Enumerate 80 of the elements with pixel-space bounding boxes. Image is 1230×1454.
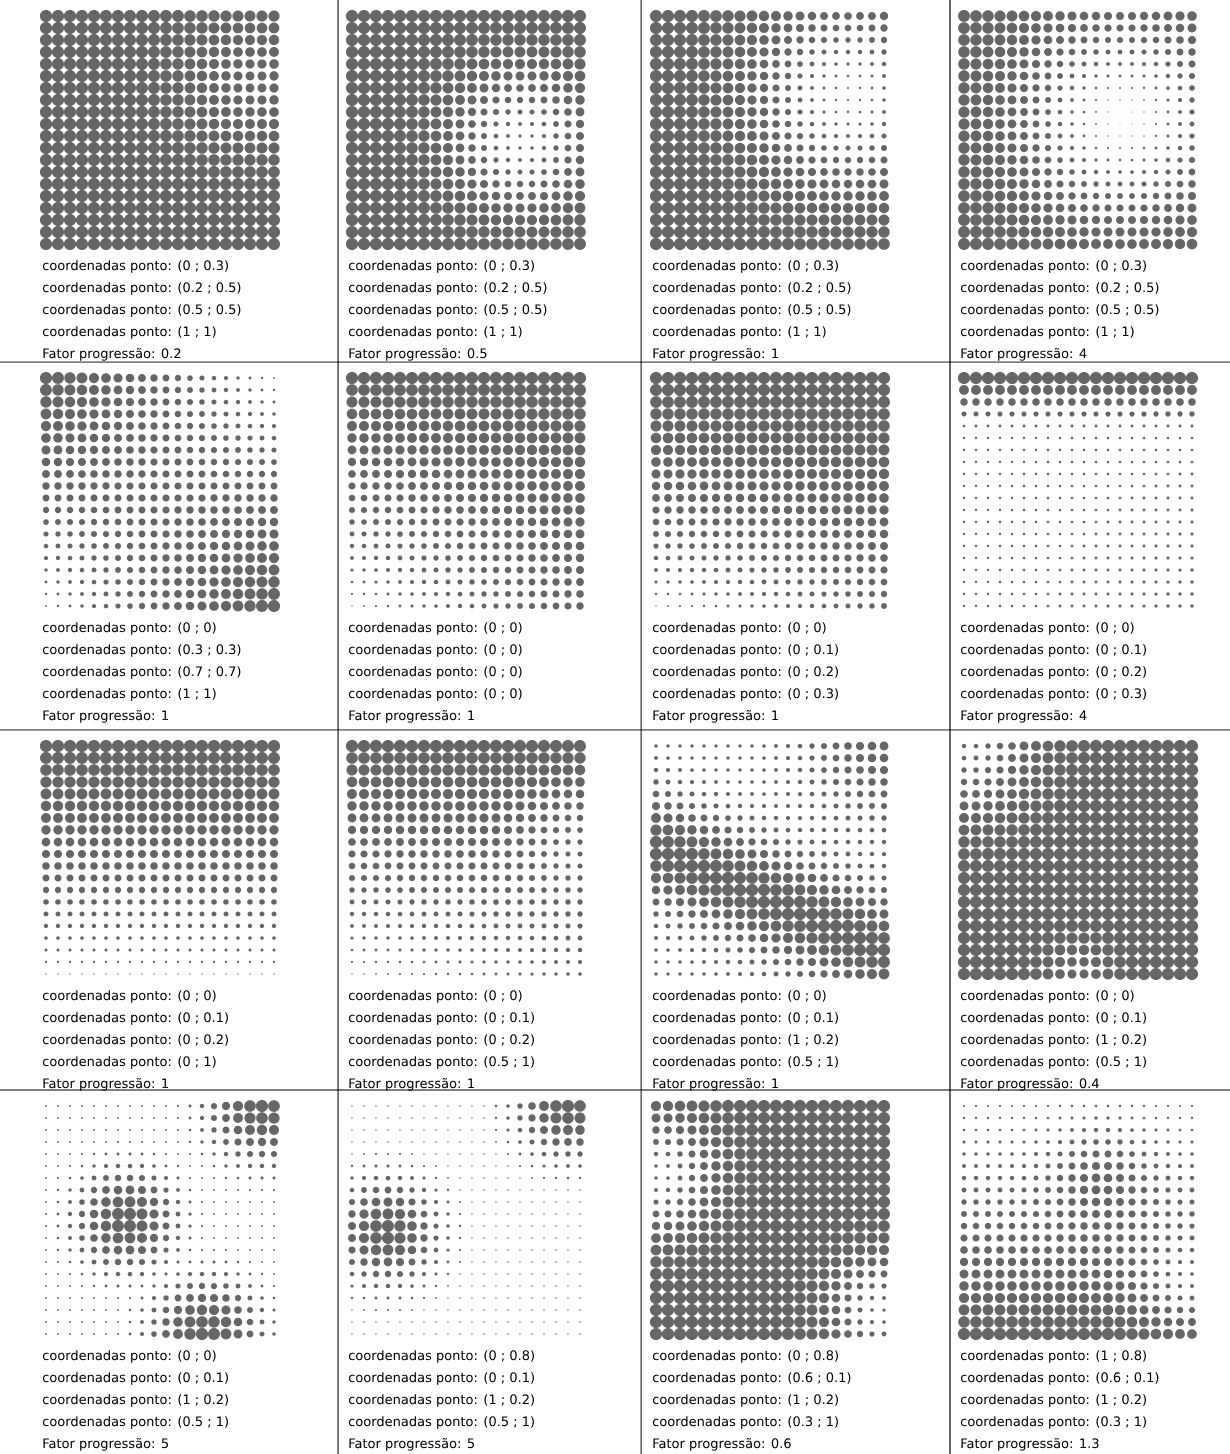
caption-text: coordenadas ponto: (1 ; 1) <box>42 326 216 339</box>
caption-text: coordenadas ponto: (0 ; 0.3) <box>652 260 838 273</box>
caption-text: Fator progressão: 0.2 <box>43 347 181 361</box>
caption-text: Fator progressão: 1 <box>349 1077 474 1091</box>
caption-text: Fator progressão: 5 <box>43 1437 169 1451</box>
caption-text: coordenadas ponto: (1 ; 0.8) <box>960 1350 1146 1363</box>
caption-text: Fator progressão: 0.6 <box>653 1437 791 1451</box>
caption-text: coordenadas ponto: (0 ; 0.2) <box>348 1034 534 1047</box>
caption-text: coordenadas ponto: (0 ; 0.3) <box>348 260 534 273</box>
caption-text: coordenadas ponto: (1 ; 0.2) <box>652 1034 838 1047</box>
caption-text: coordenadas ponto: (0.5 ; 0.5) <box>960 304 1159 317</box>
caption-text: Fator progressão: 0.4 <box>961 1077 1099 1091</box>
caption-text: coordenadas ponto: (0 ; 0.1) <box>42 1012 228 1025</box>
caption-text: coordenadas ponto: (0.5 ; 1) <box>348 1056 534 1069</box>
caption-text: coordenadas ponto: (0.2 ; 0.5) <box>960 282 1159 295</box>
caption-text: coordenadas ponto: (0.3 ; 1) <box>652 1416 838 1429</box>
caption-text: coordenadas ponto: (0 ; 0) <box>348 644 522 657</box>
caption-text: coordenadas ponto: (0 ; 0) <box>42 1350 216 1363</box>
caption-text: coordenadas ponto: (0.5 ; 0.5) <box>42 304 241 317</box>
caption-text: coordenadas ponto: (1 ; 1) <box>652 326 826 339</box>
caption-text: Fator progressão: 5 <box>349 1437 475 1451</box>
caption-text: coordenadas ponto: (0 ; 1) <box>42 1056 216 1069</box>
caption-text: coordenadas ponto: (0.2 ; 0.5) <box>42 282 241 295</box>
caption-text: coordenadas ponto: (0 ; 0.2) <box>42 1034 228 1047</box>
caption-text: coordenadas ponto: (0 ; 0.1) <box>348 1372 534 1385</box>
caption-text: Fator progressão: 0.5 <box>349 347 487 361</box>
caption-text: coordenadas ponto: (0 ; 0) <box>42 990 216 1003</box>
caption-text: coordenadas ponto: (0 ; 0) <box>960 622 1134 635</box>
caption-text: Fator progressão: 1 <box>653 709 778 723</box>
caption-text: Fator progressão: 4 <box>961 709 1087 723</box>
caption-text: coordenadas ponto: (0 ; 0.2) <box>960 666 1146 679</box>
caption-text: coordenadas ponto: (0 ; 0) <box>652 622 826 635</box>
caption-text: coordenadas ponto: (0.5 ; 1) <box>960 1056 1146 1069</box>
caption-text: coordenadas ponto: (0 ; 0) <box>652 990 826 1003</box>
caption-text: coordenadas ponto: (0.5 ; 1) <box>652 1056 838 1069</box>
caption-text: coordenadas ponto: (1 ; 1) <box>348 326 522 339</box>
caption-text: coordenadas ponto: (0 ; 0) <box>42 622 216 635</box>
caption-text: coordenadas ponto: (0 ; 0.3) <box>960 260 1146 273</box>
caption-text: coordenadas ponto: (1 ; 0.2) <box>960 1034 1146 1047</box>
caption-text: coordenadas ponto: (0.7 ; 0.7) <box>42 666 241 679</box>
caption-text: coordenadas ponto: (0 ; 0.3) <box>42 260 228 273</box>
caption-text: coordenadas ponto: (0.2 ; 0.5) <box>348 282 547 295</box>
caption-text: Fator progressão: 1 <box>43 1077 168 1091</box>
caption-text: coordenadas ponto: (0 ; 0) <box>348 990 522 1003</box>
caption-text: coordenadas ponto: (0.6 ; 0.1) <box>652 1372 851 1385</box>
caption-text: coordenadas ponto: (0 ; 0.1) <box>652 644 838 657</box>
caption-text: coordenadas ponto: (0 ; 0.1) <box>348 1012 534 1025</box>
caption-text: coordenadas ponto: (0.3 ; 0.3) <box>42 644 241 657</box>
caption-text: coordenadas ponto: (0 ; 0.3) <box>960 688 1146 701</box>
caption-text: coordenadas ponto: (0 ; 0.2) <box>652 666 838 679</box>
caption-text: Fator progressão: 1 <box>653 347 778 361</box>
caption-text: Fator progressão: 4 <box>961 347 1087 361</box>
caption-text: coordenadas ponto: (0 ; 0.8) <box>348 1350 534 1363</box>
caption-text: coordenadas ponto: (0 ; 0) <box>348 622 522 635</box>
caption-text: coordenadas ponto: (0.5 ; 1) <box>348 1416 534 1429</box>
caption-text: Fator progressão: 1 <box>349 709 474 723</box>
caption-text: coordenadas ponto: (1 ; 0.2) <box>348 1394 534 1407</box>
caption-text: coordenadas ponto: (0 ; 0.1) <box>960 644 1146 657</box>
caption-text: coordenadas ponto: (0 ; 0.1) <box>960 1012 1146 1025</box>
caption-text: coordenadas ponto: (1 ; 0.2) <box>42 1394 228 1407</box>
caption-text: coordenadas ponto: (1 ; 0.2) <box>960 1394 1146 1407</box>
caption-text: coordenadas ponto: (0.6 ; 0.1) <box>960 1372 1159 1385</box>
caption-text: coordenadas ponto: (0 ; 0) <box>348 666 522 679</box>
caption-text: coordenadas ponto: (0.5 ; 0.5) <box>652 304 851 317</box>
caption-text: Fator progressão: 1 <box>43 709 168 723</box>
caption-text: Fator progressão: 1.3 <box>961 1437 1099 1451</box>
caption-text: coordenadas ponto: (0.5 ; 0.5) <box>348 304 547 317</box>
caption-text: coordenadas ponto: (0 ; 0) <box>348 688 522 701</box>
caption-text: coordenadas ponto: (1 ; 1) <box>42 688 216 701</box>
caption-text: coordenadas ponto: (0.3 ; 1) <box>960 1416 1146 1429</box>
caption-text: coordenadas ponto: (0 ; 0.8) <box>652 1350 838 1363</box>
caption-text: coordenadas ponto: (0 ; 0.1) <box>652 1012 838 1025</box>
caption-text: coordenadas ponto: (0 ; 0) <box>960 990 1134 1003</box>
caption-text: coordenadas ponto: (0.2 ; 0.5) <box>652 282 851 295</box>
caption-text: coordenadas ponto: (1 ; 1) <box>960 326 1134 339</box>
caption-text: coordenadas ponto: (0.5 ; 1) <box>42 1416 228 1429</box>
caption-text: coordenadas ponto: (0 ; 0.1) <box>42 1372 228 1385</box>
caption-text: Fator progressão: 1 <box>653 1077 778 1091</box>
caption-text: coordenadas ponto: (1 ; 0.2) <box>652 1394 838 1407</box>
caption-text: coordenadas ponto: (0 ; 0.3) <box>652 688 838 701</box>
